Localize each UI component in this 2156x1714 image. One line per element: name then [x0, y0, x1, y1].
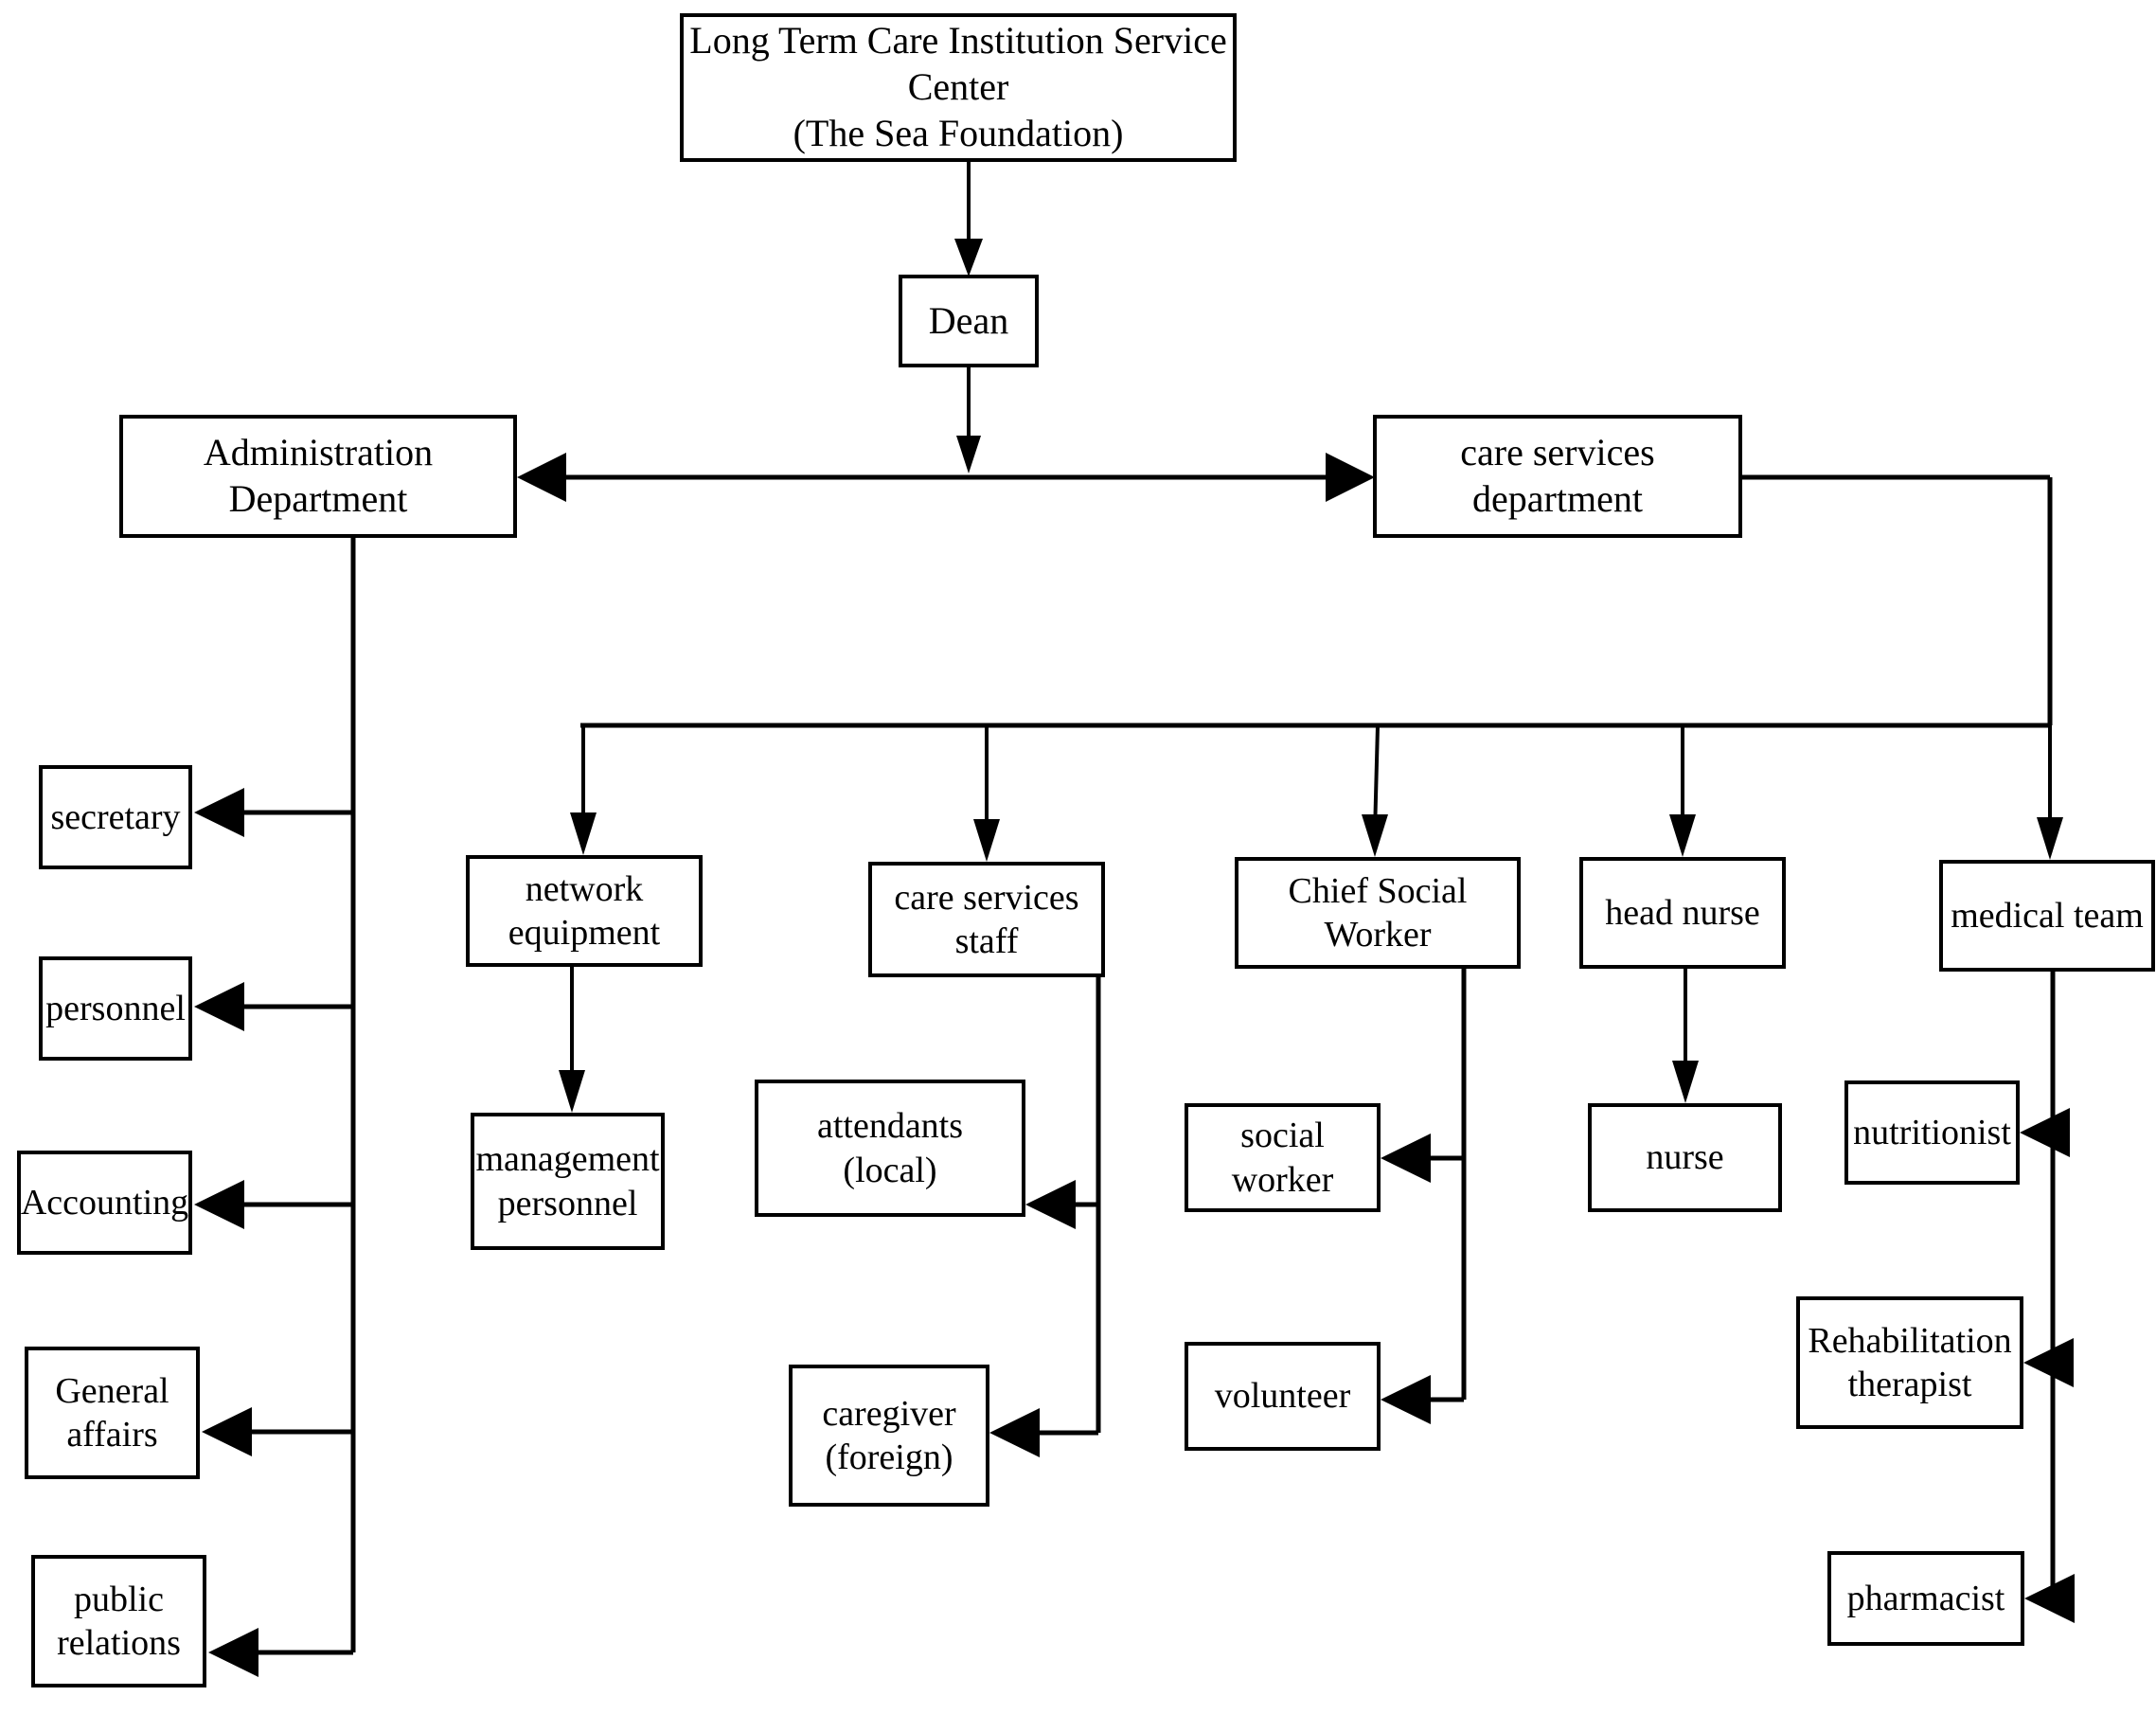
node-attendants-local-label: attendants (local)	[816, 1106, 964, 1190]
node-personnel-label: personnel	[45, 988, 186, 1028]
node-dean[interactable]: Dean	[899, 275, 1039, 367]
node-volunteer-label: volunteer	[1214, 1376, 1351, 1417]
node-personnel[interactable]: personnel	[39, 956, 192, 1061]
node-care-services-department[interactable]: care services department	[1373, 415, 1742, 538]
edge-chiefsw-children	[1381, 969, 1467, 1424]
node-accounting-label: Accounting	[20, 1182, 189, 1223]
node-chief-social-worker-label: Chief Social Worker	[1288, 870, 1468, 955]
node-administration-department[interactable]: Administration Department	[119, 415, 517, 538]
edge-carestaff-children	[989, 977, 1101, 1457]
node-secretary-label: secretary	[50, 796, 181, 837]
node-care-services-department-label: care services department	[1460, 431, 1655, 520]
node-caregiver-foreign[interactable]: caregiver (foreign)	[789, 1365, 989, 1507]
node-attendants-local[interactable]: attendants (local)	[755, 1080, 1025, 1217]
node-nutritionist-label: nutritionist	[1853, 1112, 2011, 1152]
node-chief-social-worker[interactable]: Chief Social Worker	[1235, 857, 1521, 969]
node-secretary[interactable]: secretary	[39, 765, 192, 869]
node-head-nurse-label: head nurse	[1605, 892, 1760, 933]
edge-medical-children	[2020, 972, 2075, 1623]
node-general-affairs[interactable]: General affairs	[25, 1347, 200, 1479]
node-social-worker[interactable]: social worker	[1185, 1103, 1381, 1212]
node-medical-team[interactable]: medical team	[1939, 860, 2155, 972]
node-public-relations[interactable]: public relations	[31, 1555, 206, 1687]
node-caregiver-foreign-label: caregiver (foreign)	[822, 1393, 956, 1477]
node-accounting[interactable]: Accounting	[17, 1151, 192, 1255]
node-public-relations-label: public relations	[57, 1579, 181, 1663]
node-pharmacist[interactable]: pharmacist	[1827, 1551, 2024, 1646]
node-network-equipment-label: network equipment	[508, 868, 661, 953]
node-dean-label: Dean	[928, 298, 1009, 342]
edge-care-dept-bus	[570, 474, 2063, 862]
edge-admin-trunk	[194, 538, 356, 1677]
node-care-services-staff-label: care services staff	[894, 877, 1079, 961]
edge-root-to-dean	[954, 162, 983, 277]
node-general-affairs-label: General affairs	[55, 1370, 169, 1455]
edge-headnurse-to-nurse	[1672, 969, 1699, 1103]
node-rehabilitation-therapist[interactable]: Rehabilitation therapist	[1796, 1296, 2023, 1429]
edge-dean-to-departments	[517, 367, 1375, 502]
node-rehabilitation-therapist-label: Rehabilitation therapist	[1808, 1320, 2012, 1404]
node-nurse[interactable]: nurse	[1588, 1103, 1782, 1212]
node-volunteer[interactable]: volunteer	[1185, 1342, 1381, 1451]
node-root[interactable]: Long Term Care Institution Service Cente…	[680, 13, 1237, 162]
node-nurse-label: nurse	[1646, 1137, 1724, 1178]
node-network-equipment[interactable]: network equipment	[466, 855, 703, 967]
node-administration-department-label: Administration Department	[203, 431, 434, 520]
edge-network-to-management	[559, 967, 585, 1113]
node-management-personnel-label: management personnel	[475, 1139, 660, 1223]
node-root-label: Long Term Care Institution Service Cente…	[689, 19, 1227, 154]
node-social-worker-label: social worker	[1231, 1116, 1334, 1200]
node-pharmacist-label: pharmacist	[1846, 1578, 2005, 1618]
node-care-services-staff[interactable]: care services staff	[868, 862, 1105, 977]
node-nutritionist[interactable]: nutritionist	[1844, 1080, 2020, 1185]
node-medical-team-label: medical team	[1951, 895, 2144, 936]
node-head-nurse[interactable]: head nurse	[1579, 857, 1786, 969]
node-management-personnel[interactable]: management personnel	[471, 1113, 665, 1250]
